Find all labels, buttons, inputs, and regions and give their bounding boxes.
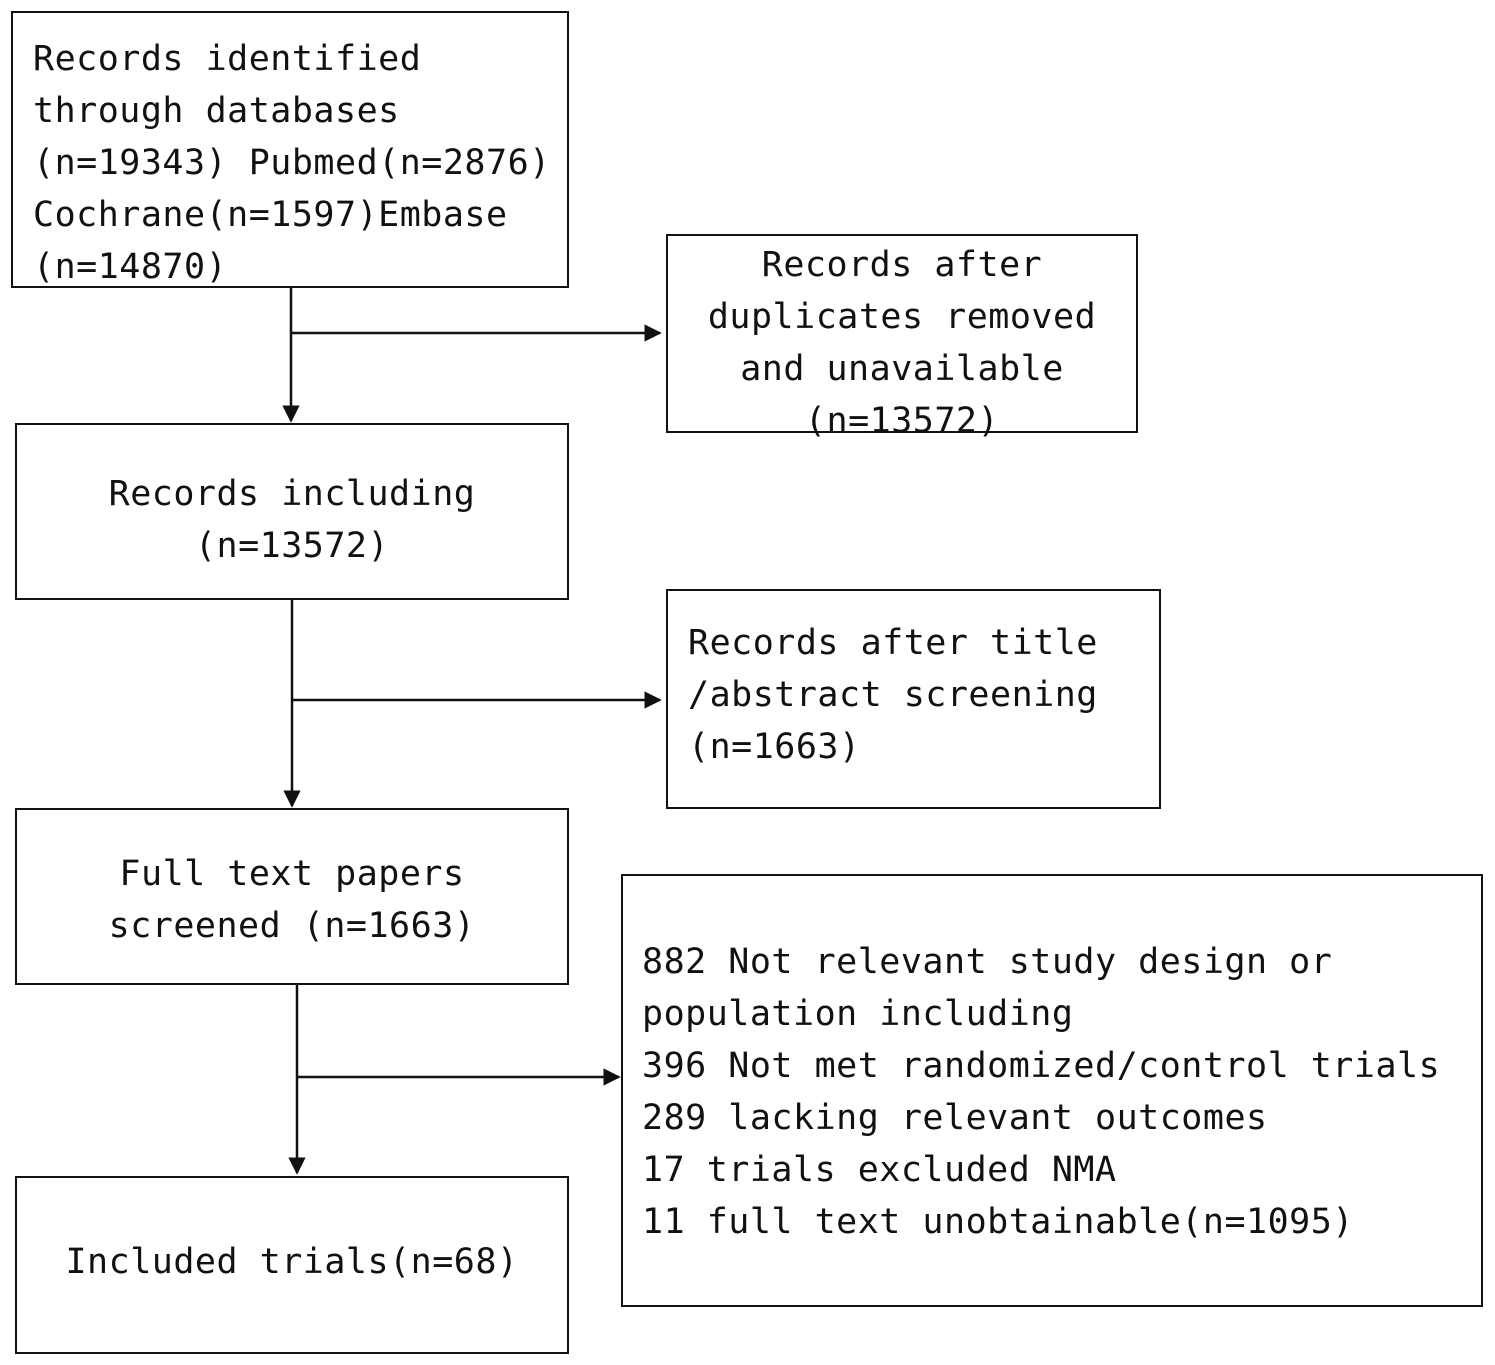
box-text-line: Records after title — [688, 623, 1098, 663]
box-text-line: and unavailable — [740, 349, 1064, 389]
title-abstract-screening-box: Records after title /abstract screening … — [666, 589, 1161, 809]
box-text-line: duplicates removed — [707, 297, 1097, 337]
box-text-line: (n=13572) — [804, 401, 1000, 441]
box-text-line: (n=13572) — [194, 526, 390, 566]
duplicates-removed-box: Records after duplicates removed and una… — [666, 234, 1138, 441]
box-text-line: 882 Not relevant study design or — [642, 942, 1333, 982]
box-text-line: 396 Not met randomized/control trials — [642, 1046, 1441, 1086]
excluded-records-box: 882 Not relevant study design or populat… — [621, 874, 1483, 1307]
box-text-line: Records identified — [33, 39, 422, 79]
box-text-line: Included trials(n=68) — [65, 1242, 519, 1282]
box-text-line: /abstract screening — [688, 675, 1098, 715]
box-text-line: (n=19343) Pubmed(n=2876) — [33, 143, 551, 183]
box-text-line: screened (n=1663) — [108, 906, 476, 946]
included-trials-box: Included trials(n=68) — [15, 1176, 569, 1354]
box-text-line: population including — [642, 994, 1074, 1034]
box-text-line: Full text papers — [119, 854, 465, 894]
box-text-line: 17 trials excluded NMA — [642, 1150, 1117, 1190]
box-text-line: (n=1663) — [688, 727, 861, 767]
box-text-line: through databases — [33, 91, 400, 131]
records-identified-box: Records identified through databases (n=… — [11, 11, 569, 288]
box-text-line: Cochrane(n=1597)Embase — [33, 195, 508, 235]
box-text-line: Records including — [108, 474, 476, 514]
box-text-line: Records after — [761, 245, 1043, 285]
records-including-box: Records including (n=13572) — [15, 423, 569, 600]
box-text-line: (n=14870) — [33, 247, 228, 287]
box-text-line: 11 full text unobtainable(n=1095) — [642, 1202, 1354, 1242]
box-text-line: 289 lacking relevant outcomes — [642, 1098, 1268, 1138]
full-text-screened-box: Full text papers screened (n=1663) — [15, 808, 569, 985]
